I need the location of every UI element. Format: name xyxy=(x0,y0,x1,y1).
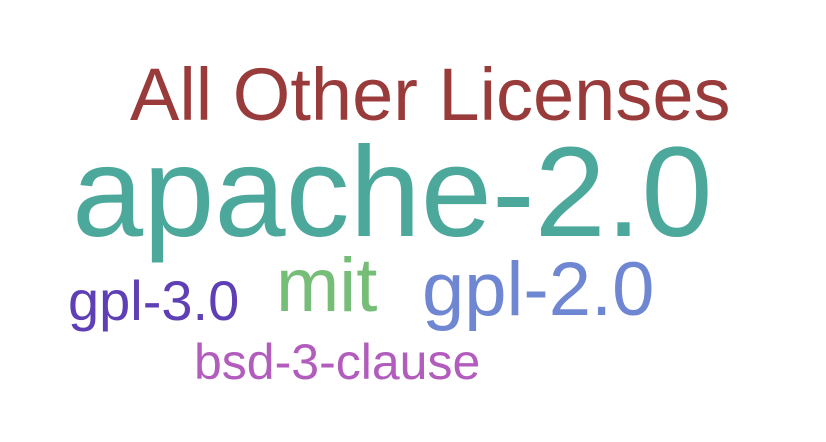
word-gpl-2-0: gpl-2.0 xyxy=(422,247,655,332)
word-apache-2-0: apache-2.0 xyxy=(72,121,713,264)
word-gpl-3-0: gpl-3.0 xyxy=(68,269,240,332)
word-mit: mit xyxy=(276,243,378,328)
word-bsd-3-clause: bsd-3-clause xyxy=(194,334,481,390)
word-all-other-licenses: All Other Licenses xyxy=(130,53,731,136)
